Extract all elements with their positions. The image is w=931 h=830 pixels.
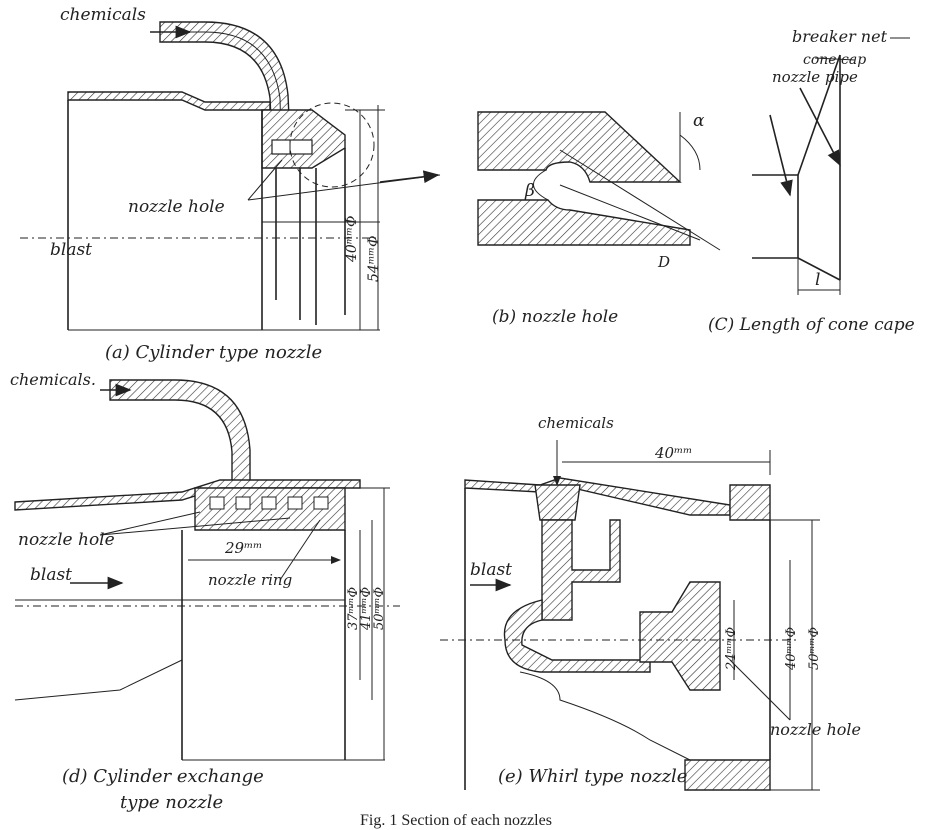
panel-a: chemicals nozzle hole blast 40ᵐᵐΦ 54ᵐᵐΦ … bbox=[20, 5, 441, 363]
panel-e: chemicals 40ᵐᵐ blast 24ᵐᵐΦ 40ᵐᵐΦ 50ᵐᵐΦ n… bbox=[440, 414, 861, 791]
d-dim-50: 50ᵐᵐΦ bbox=[372, 587, 387, 630]
e-chemicals-label: chemicals bbox=[538, 414, 614, 432]
a-top-wall bbox=[67, 91, 271, 111]
d-caption-line1: (d) Cylinder exchange bbox=[62, 766, 264, 787]
e-elbow bbox=[503, 599, 651, 673]
d-chemicals-label: chemicals. bbox=[10, 370, 96, 389]
b-beta-label: β bbox=[524, 181, 535, 201]
panel-c: breaker net cone cap nozzle pipe l (C) L… bbox=[708, 27, 915, 335]
c-breaker-net-label: breaker net bbox=[792, 27, 888, 46]
d-dim-37: 37ᵐᵐΦ bbox=[346, 587, 361, 630]
a-blast-label: blast bbox=[50, 240, 92, 260]
d-caption-line2: type nozzle bbox=[120, 792, 223, 813]
e-blast-label: blast bbox=[470, 560, 512, 580]
a-nozzle-block bbox=[261, 109, 346, 169]
a-dim-40: 40ᵐᵐΦ bbox=[344, 216, 360, 263]
c-nozzle-pipe-label: nozzle pipe bbox=[772, 68, 858, 86]
figure-caption: Fig. 1 Section of each nozzles bbox=[360, 812, 552, 829]
c-l-label: l bbox=[815, 270, 820, 290]
a-caption: (a) Cylinder type nozzle bbox=[105, 342, 322, 363]
a-nozzle-hole-label: nozzle hole bbox=[128, 197, 225, 217]
b-caption: (b) nozzle hole bbox=[492, 307, 618, 327]
e-inlet-block bbox=[534, 484, 581, 521]
b-d-label: D bbox=[657, 253, 670, 271]
a-chemicals-label: chemicals bbox=[60, 5, 146, 25]
a-dim-54: 54ᵐᵐΦ bbox=[366, 236, 382, 282]
e-caption: (e) Whirl type nozzle bbox=[498, 766, 687, 787]
d-dim-41: 41ᵐᵐΦ bbox=[359, 587, 374, 631]
c-cone-cap-label: cone cap bbox=[803, 52, 866, 68]
d-chemicals-pipe bbox=[109, 379, 251, 491]
panel-b: α β D (b) nozzle hole bbox=[477, 111, 721, 327]
e-nozzle-hole-label: nozzle hole bbox=[770, 720, 861, 739]
e-dim-24: 24ᵐᵐΦ bbox=[724, 627, 739, 671]
e-feed-tube bbox=[541, 519, 621, 621]
e-bottom-flange bbox=[684, 759, 771, 791]
d-blast-label: blast bbox=[30, 565, 72, 585]
d-nozzle-ring-label: nozzle ring bbox=[208, 571, 292, 589]
c-caption: (C) Length of cone cape bbox=[708, 315, 915, 335]
e-top-wall bbox=[464, 477, 731, 516]
b-alpha-label: α bbox=[693, 111, 705, 131]
panel-d: chemicals. nozzle hole blast 29ᵐᵐ nozzle… bbox=[10, 370, 400, 813]
e-dim-40: 40ᵐᵐΦ bbox=[784, 627, 799, 671]
d-nozzle-holes bbox=[209, 496, 329, 510]
e-whirl-head bbox=[639, 581, 721, 691]
b-section-lower bbox=[477, 199, 691, 246]
e-dim-50: 50ᵐᵐΦ bbox=[807, 627, 822, 670]
b-section-upper bbox=[477, 111, 682, 183]
d-dim-29: 29ᵐᵐ bbox=[224, 539, 263, 557]
e-dim-40mm: 40ᵐᵐ bbox=[654, 444, 693, 462]
d-nozzle-hole-label: nozzle hole bbox=[18, 530, 115, 550]
e-top-flange bbox=[729, 484, 771, 521]
